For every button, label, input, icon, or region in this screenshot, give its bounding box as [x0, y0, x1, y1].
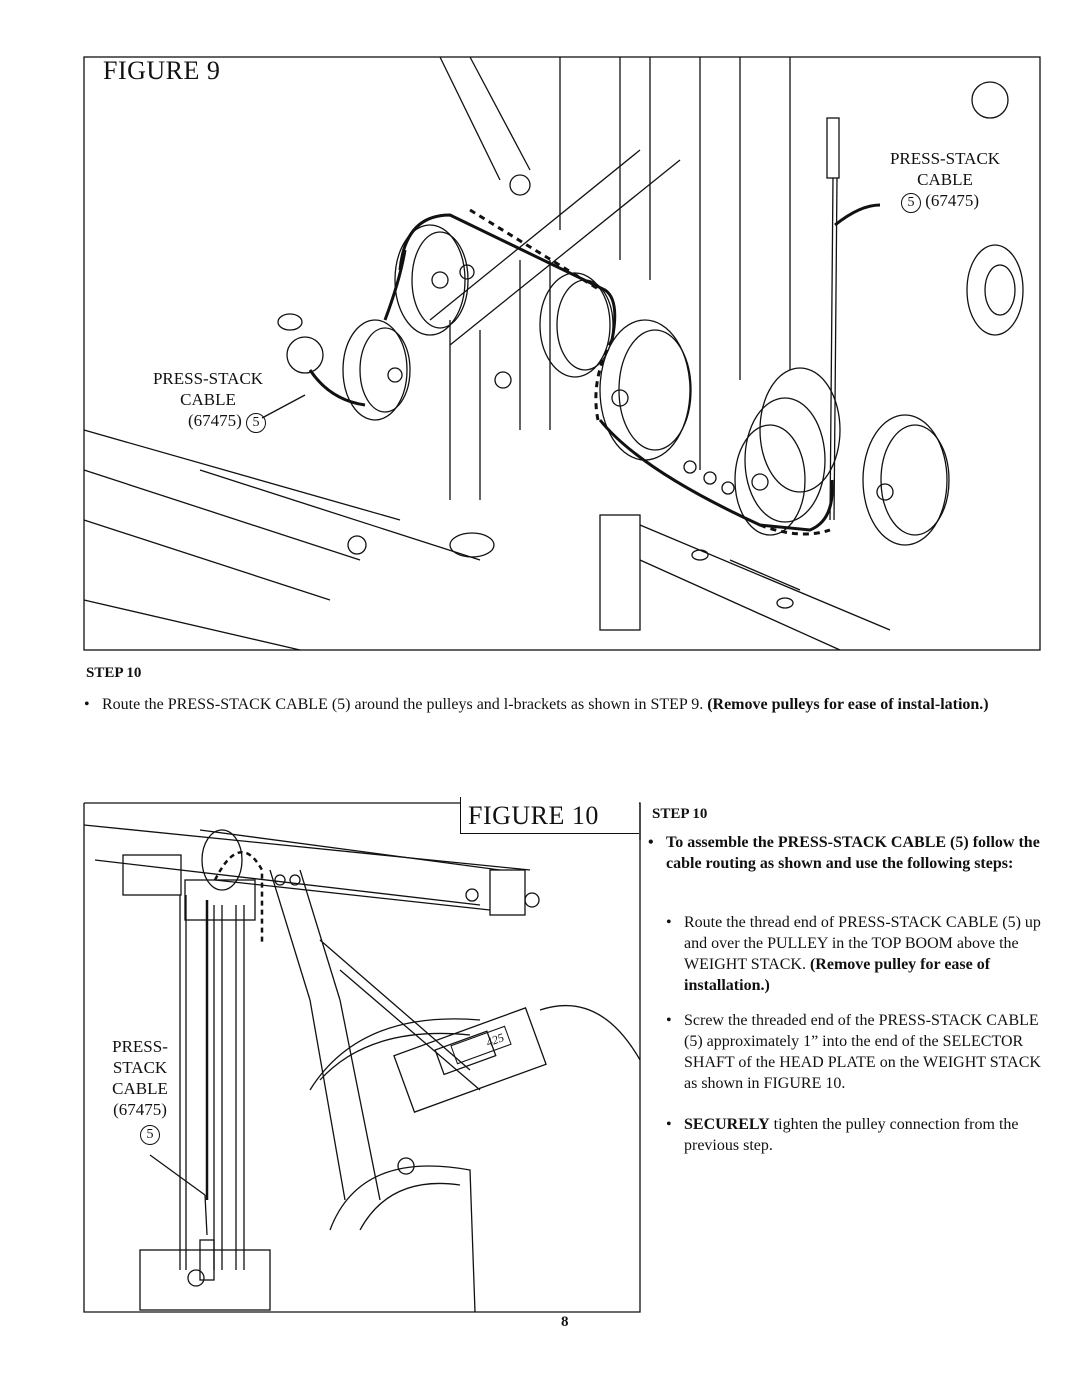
callout-part: (67475) 5	[138, 410, 278, 433]
callout-line-1: PRESS-STACK	[152, 369, 264, 388]
figure-9-callout-top: PRESS-STACK CABLE 5 (67475)	[880, 148, 1010, 213]
instruction-text: Route the PRESS-STACK CABLE (5) around t…	[102, 696, 708, 713]
callout-line-2: CABLE	[917, 170, 973, 189]
part-number-badge: 5	[246, 413, 267, 433]
figure-9-title: FIGURE 9	[103, 56, 221, 85]
step-intro-text: To assemble the PRESS-STACK CABLE (5) fo…	[666, 834, 1040, 872]
part-code: (67475)	[187, 411, 242, 430]
page-number: 8	[561, 1314, 569, 1330]
step-label-right: STEP 10	[652, 806, 708, 822]
bullet-1-note: (Remove pulley for ease of installation.…	[684, 956, 991, 994]
part-code: (67475)	[113, 1100, 167, 1119]
callout-part: 5 (67475)	[870, 190, 1010, 213]
machine-badge-number: 425	[484, 1030, 506, 1050]
bullet-1-text: Route the thread end of PRESS-STACK CABL…	[684, 914, 1041, 973]
figure-9-drawing	[83, 56, 1041, 651]
part-number-badge: 5	[900, 193, 921, 213]
figure-9-callout-left: PRESS-STACK CABLE (67475) 5	[138, 368, 278, 433]
bullet-icon: •	[666, 914, 672, 931]
part-number-badge: 5	[140, 1125, 160, 1145]
figure-10-callout: PRESS- STACK CABLE (67475) 5	[100, 1036, 180, 1145]
step-label: STEP 10	[86, 665, 142, 681]
bullet-icon: •	[648, 834, 654, 851]
bullet-icon: •	[666, 1116, 672, 1133]
callout-line-1: PRESS-STACK	[889, 149, 1001, 168]
bullet-3-text: tighten the pulley connection from the p…	[684, 1116, 1019, 1154]
step-bullet-3: • SECURELY tighten the pulley connection…	[666, 1114, 1044, 1156]
bullet-3-emphasis: SECURELY	[684, 1116, 770, 1133]
callout-line-2: CABLE	[180, 390, 236, 409]
callout-line-1: PRESS-	[112, 1037, 168, 1056]
callout-part: 5	[100, 1122, 180, 1145]
bullet-icon: •	[84, 696, 90, 713]
callout-line-3: CABLE	[112, 1079, 168, 1098]
step-instruction: • Route the PRESS-STACK CABLE (5) around…	[84, 694, 1044, 715]
bullet-icon: •	[666, 1012, 672, 1029]
bullet-2-text: Screw the threaded end of the PRESS-STAC…	[684, 1012, 1041, 1092]
step-intro: • To assemble the PRESS-STACK CABLE (5) …	[648, 832, 1040, 874]
callout-line-2: STACK	[112, 1058, 168, 1077]
figure-10-title: FIGURE 10	[468, 801, 599, 830]
instruction-note: (Remove pulleys for ease of instal-latio…	[707, 696, 989, 713]
part-code: (67475)	[925, 191, 980, 210]
figure-10-title-box	[460, 797, 639, 834]
step-bullet-1: • Route the thread end of PRESS-STACK CA…	[666, 912, 1044, 996]
step-bullet-2: • Screw the threaded end of the PRESS-ST…	[666, 1010, 1044, 1094]
